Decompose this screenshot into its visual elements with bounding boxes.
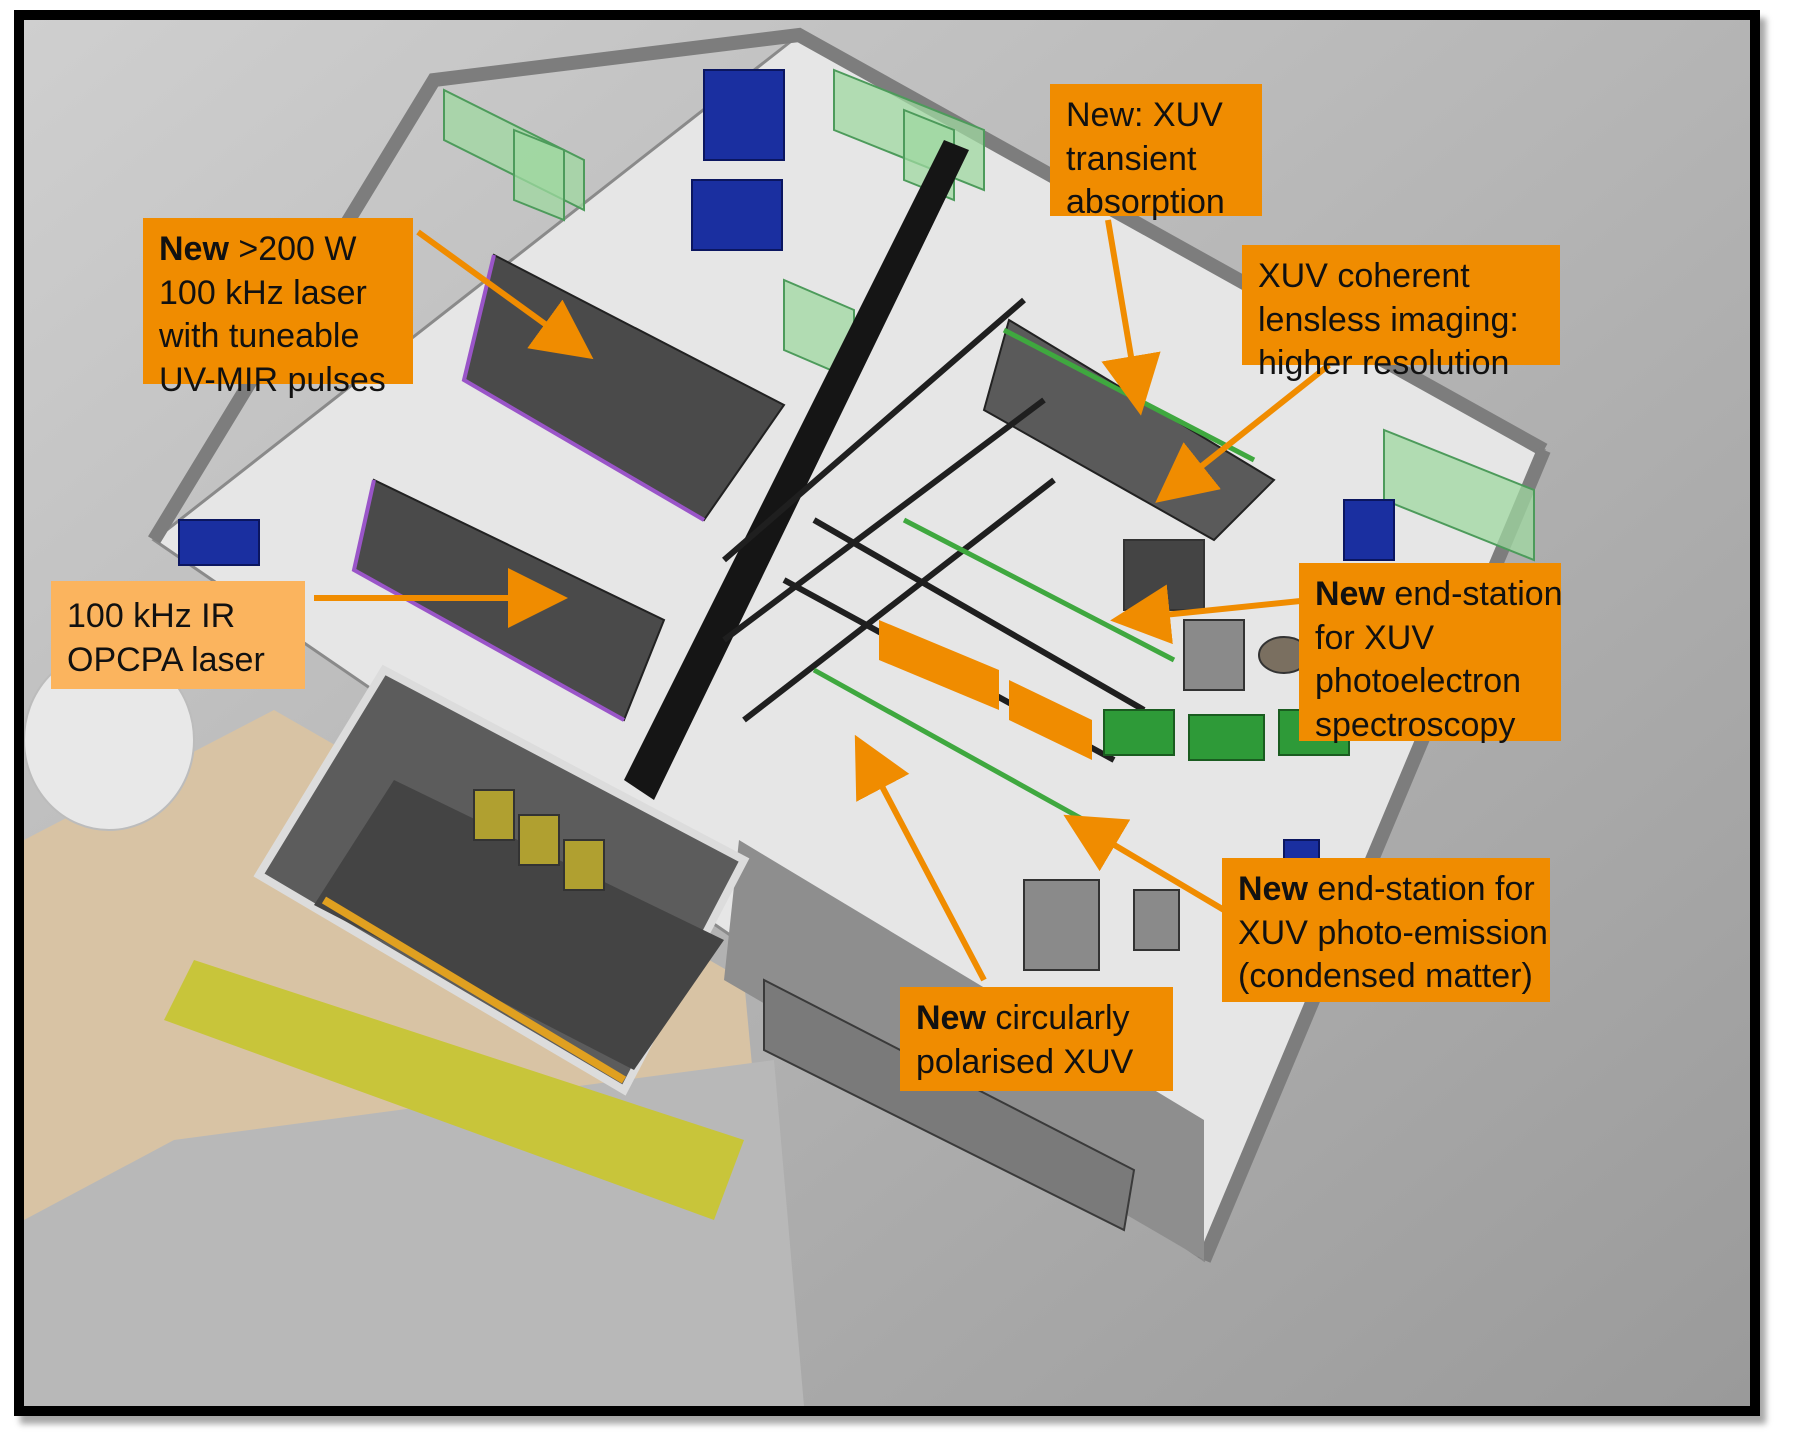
figure-frame: New: XUV transient absorption New >200 W… (14, 10, 1760, 1416)
callout-circular: New circularly polarised XUV (900, 987, 1173, 1091)
line-3: with tuneable (159, 317, 360, 356)
line-2: lensless imaging: (1258, 300, 1519, 339)
line-1: New circularly (916, 997, 1157, 1041)
central-truss (624, 140, 969, 800)
first-line-rest: >200 W (228, 230, 357, 268)
callout-photoemission: New end-station for XUV photo-emission (… (1222, 858, 1550, 1002)
new-label: New (159, 230, 229, 268)
line-1: 100 kHz IR (67, 597, 236, 635)
first-line-rest: end-station for (1307, 870, 1535, 908)
first-line-rest: end-station (1384, 575, 1563, 613)
floor-marking-yellow (164, 960, 744, 1220)
arrow-photoemission (1063, 814, 1226, 913)
callout-lensless: XUV coherent lensless imaging: higher re… (1242, 245, 1560, 382)
line-2: 100 kHz laser (159, 273, 367, 312)
arrow-circular (854, 734, 987, 982)
callout-photoelectron: New end-station for XUV photoelectron sp… (1299, 563, 1563, 744)
callout-xuv-transient: New: XUV transient absorption (1050, 84, 1262, 221)
arrow-photoelectron (1110, 584, 1311, 645)
line-1: New end-station for (1238, 868, 1535, 912)
line-1: New >200 W (159, 228, 397, 272)
callout-200w-laser: New >200 W 100 kHz laser with tuneable U… (143, 218, 413, 399)
line-2: OPCPA laser (67, 640, 265, 679)
blue-cabinets (178, 69, 1395, 886)
line-3: absorption (1066, 183, 1225, 222)
line-2: for XUV (1315, 618, 1435, 657)
callout-opcpa: 100 kHz IR OPCPA laser (51, 581, 305, 689)
arrow-lensless (1155, 362, 1331, 503)
line-3: (condensed matter) (1238, 957, 1533, 996)
arrow-xuv-transient (1101, 219, 1161, 416)
laser-room (253, 664, 750, 1096)
line-2: XUV photo-emission (1238, 913, 1548, 952)
line-2: transient (1066, 139, 1197, 178)
line-3: photoelectron (1315, 662, 1522, 701)
line-3: higher resolution (1258, 344, 1510, 383)
line-2: polarised XUV (916, 1042, 1134, 1081)
new-label: New (916, 999, 986, 1037)
first-line-rest: circularly (985, 999, 1130, 1037)
annotation-arrows (314, 219, 1331, 982)
table-edge-purple (461, 254, 706, 522)
line-1: XUV coherent (1258, 257, 1470, 295)
new-label: New (1238, 870, 1308, 908)
new-label: New (1315, 575, 1385, 613)
arrow-200w-laser (416, 229, 594, 360)
line-4: spectroscopy (1315, 705, 1516, 744)
line-4: UV-MIR pulses (159, 360, 386, 399)
cabinet-row (763, 978, 1136, 1232)
line-1: New: XUV (1066, 96, 1223, 134)
floor-panels-green (1103, 709, 1350, 761)
xuv-beam-markers (879, 620, 1092, 760)
table-edge-purple-2 (351, 479, 625, 722)
line-1: New end-station (1315, 573, 1563, 617)
